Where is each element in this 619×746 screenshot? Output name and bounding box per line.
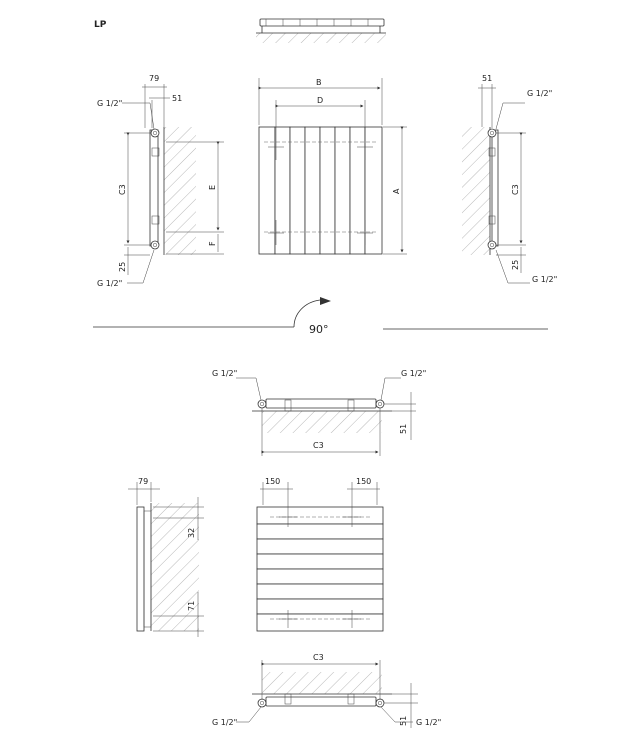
connector-bottom-left-label: G 1/2" <box>212 718 237 727</box>
connector-bottom-label: G 1/2" <box>97 279 122 288</box>
dim-51-label: 51 <box>172 94 182 103</box>
right-connector-icon <box>375 399 385 409</box>
bottom-view-horizontal: C3 51 G 1/2" G 1/2" <box>212 653 441 728</box>
dim-32-label: 32 <box>187 528 196 538</box>
inlet-connector-icon <box>487 128 497 138</box>
model-title: LP <box>94 20 107 30</box>
outlet-connector-icon <box>487 240 497 250</box>
connector-right-label: G 1/2" <box>401 369 426 378</box>
connector-left-label: G 1/2" <box>212 369 237 378</box>
top-plan-view <box>256 18 386 43</box>
front-view-horizontal: 150 150 <box>256 477 384 632</box>
dim-c3-right-label: C3 <box>511 184 520 195</box>
dim-79-label: 79 <box>149 74 159 83</box>
dim-79-side-label: 79 <box>138 477 148 486</box>
connector-bottom-right2-label: G 1/2" <box>416 718 441 727</box>
dim-150-left-label: 150 <box>265 477 280 486</box>
rotation-arrow-icon <box>320 297 331 305</box>
connector-top-label: G 1/2" <box>97 99 122 108</box>
connector-bottom-right-label: G 1/2" <box>532 275 557 284</box>
dim-c3-top-label: C3 <box>313 441 324 450</box>
dim-51-bottom-label: 51 <box>399 716 408 726</box>
right-side-view: 51 C3 25 G 1/2" G 1/2" <box>462 74 557 284</box>
inlet-connector-icon <box>150 128 160 138</box>
left-side-view: 79 51 C3 E F 25 G 1/2" G 1/2" <box>97 74 224 288</box>
dim-c3-label: C3 <box>118 184 127 195</box>
dim-51-right-label: 51 <box>482 74 492 83</box>
left-connector-bottom-icon <box>257 698 267 708</box>
dim-d-label: D <box>317 96 323 105</box>
dim-150-right-label: 150 <box>356 477 371 486</box>
dim-f-label: F <box>208 241 217 246</box>
right-connector-bottom-icon <box>375 698 385 708</box>
dim-25-right-label: 25 <box>511 260 520 270</box>
top-view-horizontal: G 1/2" G 1/2" C3 51 <box>212 369 426 456</box>
dim-b-label: B <box>316 78 322 87</box>
rotation-divider: 90° <box>93 297 548 336</box>
left-connector-icon <box>257 399 267 409</box>
rotation-label: 90° <box>309 323 329 336</box>
front-view-vertical: B D A <box>258 78 407 255</box>
dim-51-top-label: 51 <box>399 424 408 434</box>
outlet-connector-icon <box>150 240 160 250</box>
dim-a-label: A <box>392 188 401 194</box>
left-side-view-horizontal: 79 32 71 <box>128 477 204 637</box>
dim-c3-bottom-label: C3 <box>313 653 324 662</box>
connector-top-right-label: G 1/2" <box>527 89 552 98</box>
dim-e-label: E <box>208 185 217 190</box>
dim-71-label: 71 <box>187 601 196 611</box>
dim-25-label: 25 <box>118 262 127 272</box>
